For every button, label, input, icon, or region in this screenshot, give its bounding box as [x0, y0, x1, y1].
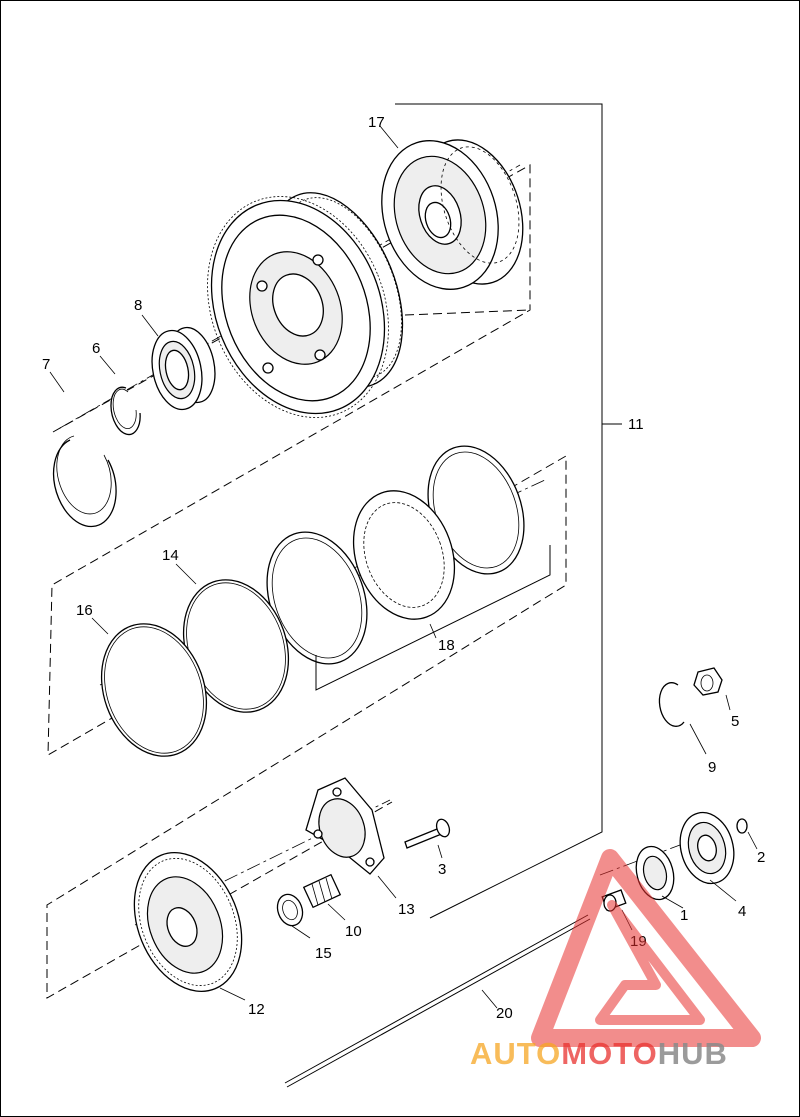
callout-14: 14	[162, 547, 179, 564]
callout-1: 1	[680, 907, 688, 924]
part-13-pressure-plate	[305, 777, 385, 875]
callout-16: 16	[76, 602, 93, 619]
watermark-auto: AUTO	[470, 1036, 561, 1071]
part-1-bearing	[635, 845, 675, 901]
callout-10: 10	[345, 923, 362, 940]
callout-6: 6	[92, 340, 100, 357]
part-10-spring	[302, 873, 342, 909]
clutch-shell-ring-gear	[207, 192, 404, 418]
callout-17: 17	[368, 114, 385, 131]
part-7-snap-ring	[52, 435, 117, 528]
callout-7: 7	[42, 356, 50, 373]
bracket-11	[395, 103, 622, 919]
part-2-ring	[736, 818, 748, 834]
part-16-o-ring	[100, 623, 208, 757]
part-12-clutch-hub	[133, 852, 243, 992]
callout-12: 12	[248, 1001, 265, 1018]
watermark-hub: HUB	[658, 1036, 728, 1071]
part-8-bearing	[151, 326, 216, 411]
callout-13: 13	[398, 901, 415, 918]
watermark-moto: MOTO	[561, 1036, 657, 1071]
callout-18: 18	[438, 637, 455, 654]
part-9-retaining-ring	[658, 682, 685, 727]
watermark-triangle-logo	[531, 849, 761, 1047]
part-4-adjuster	[679, 811, 735, 885]
part-6-retaining-ring	[110, 386, 141, 436]
callout-3: 3	[438, 861, 446, 878]
callout-4: 4	[738, 903, 746, 920]
callout-8: 8	[134, 297, 142, 314]
part-20-push-rod	[284, 914, 591, 1088]
part-18-clutch-plates	[266, 445, 551, 691]
callout-20: 20	[496, 1005, 513, 1022]
part-3-bolt	[404, 818, 451, 849]
watermark-text: AUTOMOTOHUB	[470, 1036, 728, 1071]
part-5-nut	[693, 667, 723, 696]
callout-15: 15	[315, 945, 332, 962]
part-15-spring-seat	[276, 893, 304, 927]
part-17-clutch-hub	[381, 139, 524, 290]
callout-5: 5	[731, 713, 739, 730]
callout-9: 9	[708, 759, 716, 776]
callout-2: 2	[757, 849, 765, 866]
svg-text:AUTOMOTOHUB: AUTOMOTOHUB	[470, 1036, 728, 1071]
callout-11: 11	[628, 416, 644, 433]
